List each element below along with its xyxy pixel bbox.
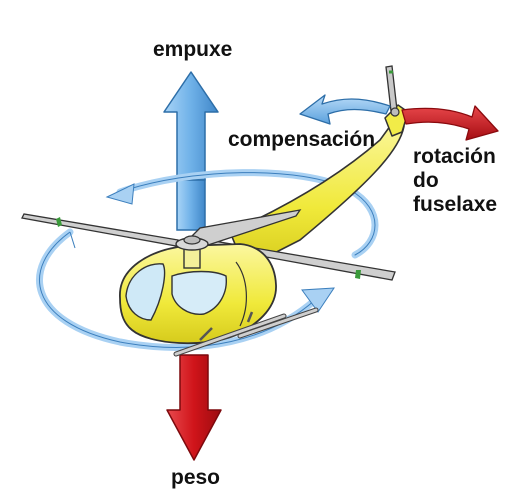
tail-rotor xyxy=(385,65,400,117)
fuselage xyxy=(119,243,277,345)
weight-arrow xyxy=(166,354,222,461)
compensation-arrow xyxy=(299,94,391,125)
fuselage-rotation-label-line1: rotación xyxy=(413,145,496,168)
thrust-label: empuxe xyxy=(153,38,233,61)
compensation-label: compensación xyxy=(228,128,376,151)
weight-label: peso xyxy=(171,466,221,489)
fuselage-rotation-label-line3: fuselaxe xyxy=(413,193,498,216)
rotor-hub xyxy=(175,235,209,269)
landing-skids xyxy=(173,307,319,357)
fuselage-rotation-label-line2: do xyxy=(413,169,439,192)
thrust-arrow xyxy=(163,71,219,231)
fuselage-rotation-arrow xyxy=(401,105,499,141)
fuselage-rotation-label: rotación do fuselaxe xyxy=(413,145,497,217)
